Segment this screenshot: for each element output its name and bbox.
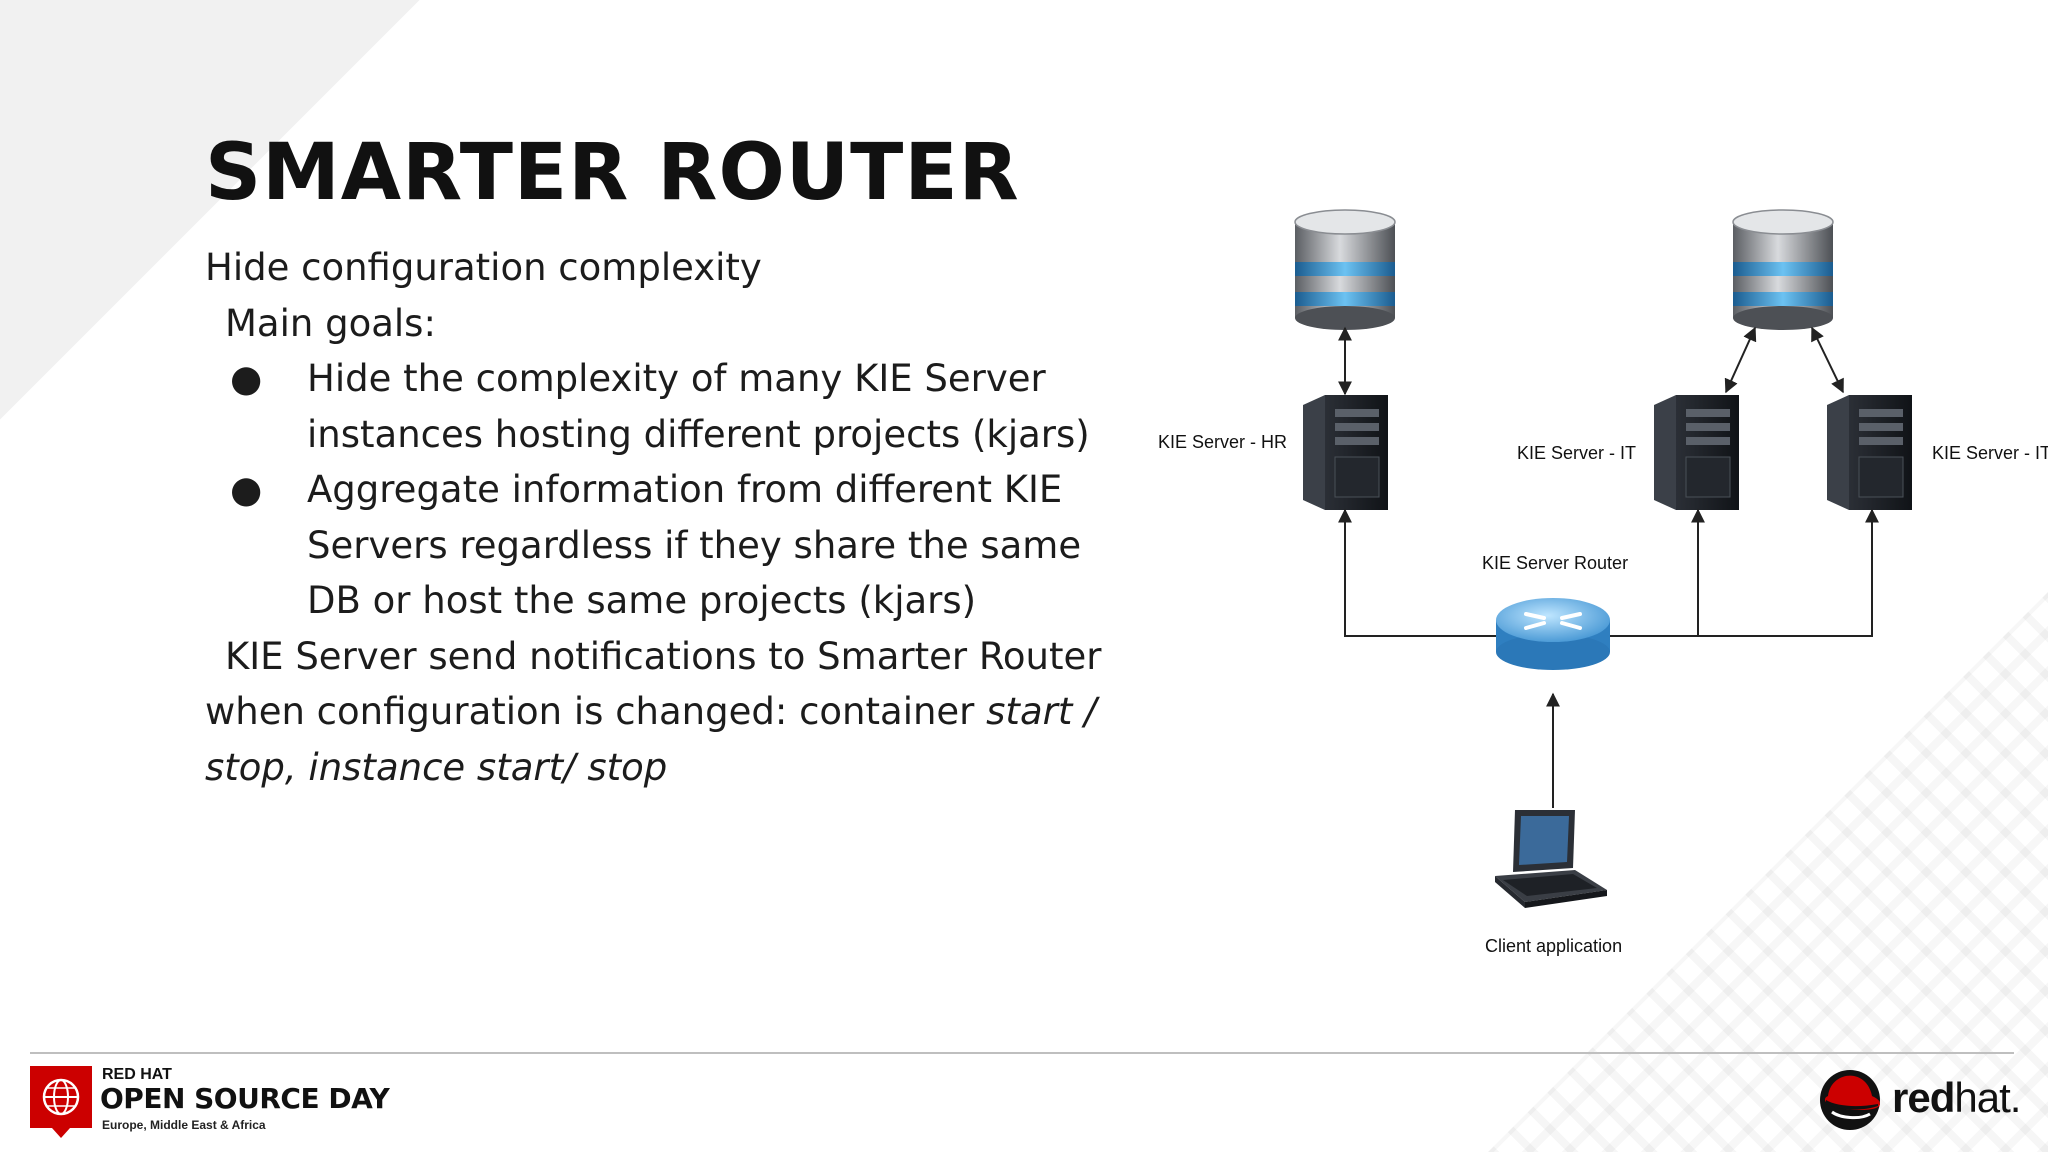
server-hr-label: KIE Server - HR: [1158, 432, 1287, 452]
server-icon: [1303, 395, 1388, 510]
server-it-label: KIE Server - IT: [1517, 443, 1636, 463]
bullet-dot: ●: [230, 468, 263, 511]
notify-italic: start /: [986, 690, 1097, 733]
footer-divider: [30, 1052, 2014, 1054]
background-triangle: [0, 0, 420, 420]
slide-body: Hide configuration complexity Main goals…: [205, 240, 1105, 795]
notify-line: stop, instance start/ stop: [205, 740, 1105, 796]
brand-light: hat.: [1954, 1074, 2021, 1121]
bullet-text-line: Hide the complexity of many KIE Server: [307, 357, 1046, 400]
notify-line: KIE Server send notifications to Smarter…: [225, 634, 1102, 678]
redhat-logo: redhat.: [1816, 1066, 2021, 1136]
bullet-text-line: Aggregate information from different KIE: [307, 468, 1063, 511]
database-icon: [1732, 209, 1834, 330]
bullet-text-line: instances hosting different projects (kj…: [307, 412, 1090, 456]
event-logo: RED HAT OPEN SOURCE DAY Europe, Middle E…: [30, 1066, 410, 1140]
server-it-label: KIE Server - IT: [1932, 443, 2048, 463]
router-label: KIE Server Router: [1482, 553, 1628, 573]
bullet-item: ● Hide the complexity of many KIE Server…: [205, 351, 1105, 462]
notify-line: when configuration is changed: container…: [205, 684, 1105, 740]
brand-bold: red: [1892, 1074, 1955, 1121]
subtitle: Hide configuration complexity: [205, 246, 762, 289]
client-label: Client application: [1485, 936, 1622, 956]
notify-prefix: when configuration is changed: container: [205, 690, 987, 733]
bullet-text-line: Servers regardless if they share the sam…: [307, 523, 1082, 567]
main-goals-label: Main goals:: [225, 301, 436, 345]
slide-title: SMARTER ROUTER: [205, 128, 1020, 218]
event-name-line: OPEN SOURCE DAY: [100, 1082, 390, 1115]
redhat-shadowman-icon: [1820, 1070, 1880, 1130]
globe-icon: [30, 1066, 92, 1138]
bullet-text-line: DB or host the same projects (kjars): [307, 579, 977, 622]
event-name-line: RED HAT: [102, 1066, 172, 1083]
event-region: Europe, Middle East & Africa: [102, 1118, 266, 1132]
bullet-item: ● Aggregate information from different K…: [205, 462, 1105, 629]
redhat-wordmark: redhat.: [1892, 1074, 2021, 1122]
bullet-dot: ●: [230, 357, 263, 400]
server-icon: [1654, 395, 1739, 510]
database-icon: [1294, 209, 1396, 330]
notify-italic: stop, instance start/ stop: [205, 745, 668, 789]
server-icon: [1827, 395, 1912, 510]
router-icon: [1496, 598, 1610, 670]
client-computer-icon: [1495, 810, 1607, 908]
